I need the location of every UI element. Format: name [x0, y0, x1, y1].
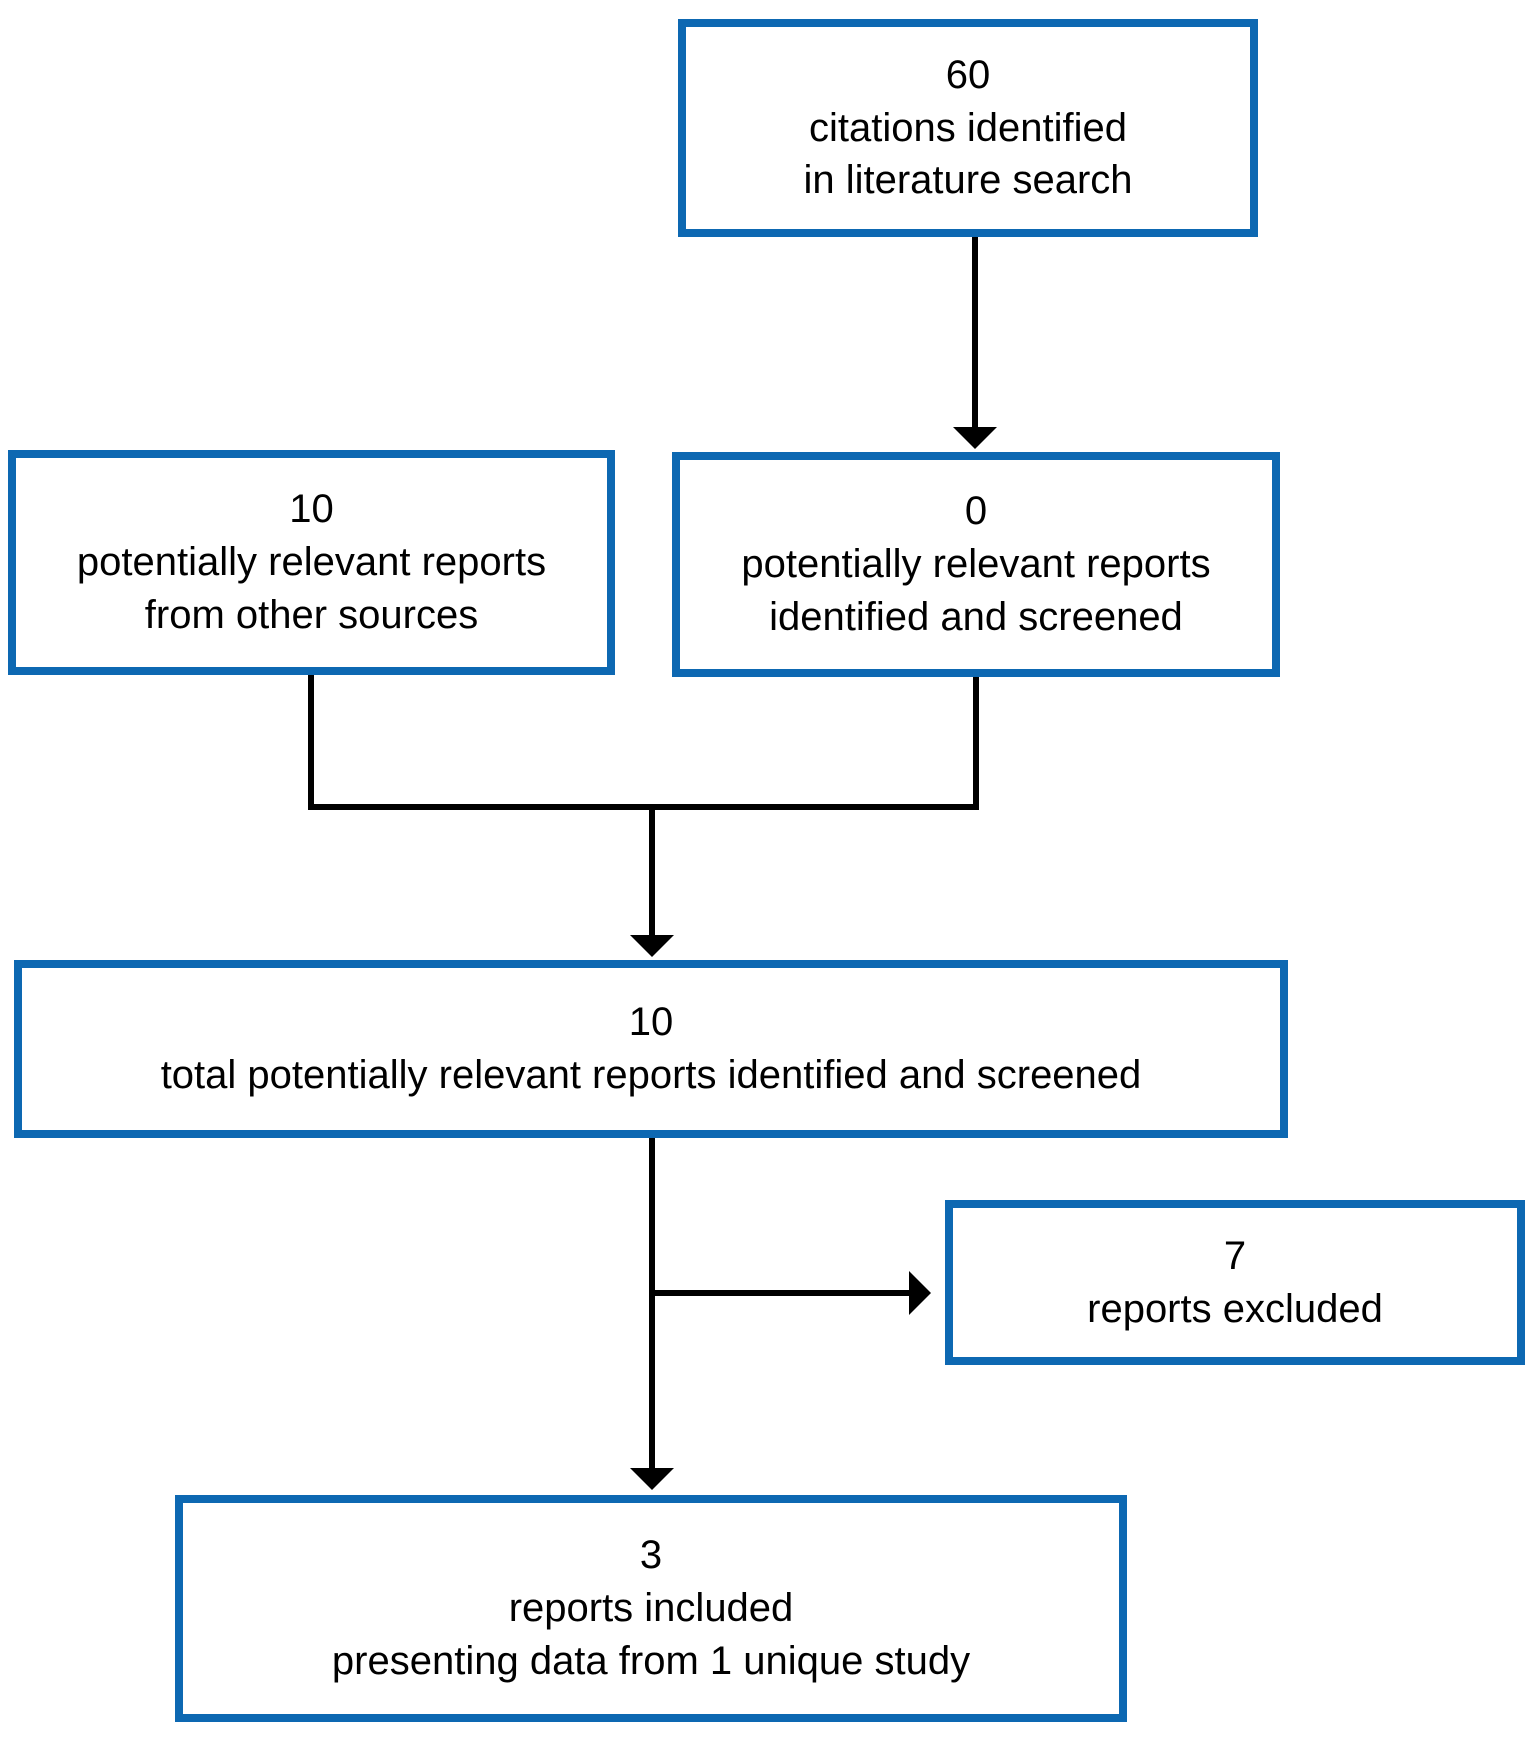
arrow-total-to-excluded — [652, 1271, 931, 1315]
arrow-total-to-included — [630, 1138, 674, 1490]
box-count: 7 — [1223, 1233, 1247, 1278]
arrow-citations-to-screened — [953, 237, 997, 449]
box-count: 60 — [945, 52, 991, 97]
box-reports-included: 3 reports included presenting data from … — [175, 1495, 1127, 1722]
box-text-line: potentially relevant reports — [76, 540, 547, 585]
box-reports-excluded: 7 reports excluded — [945, 1200, 1525, 1365]
box-text-line: reports excluded — [1087, 1286, 1383, 1331]
box-text-line: citations identified — [809, 105, 1127, 150]
box-text-line: reports included — [508, 1586, 794, 1631]
box-reports-other-sources: 10 potentially relevant reports from oth… — [8, 450, 615, 675]
box-citations-identified: 60 citations identified in literature se… — [678, 19, 1258, 237]
box-text-line: in literature search — [803, 158, 1133, 203]
box-text-line: from other sources — [144, 592, 479, 637]
connector-merge-to-total — [308, 670, 979, 957]
box-count: 3 — [639, 1533, 663, 1578]
box-reports-identified-screened: 0 potentially relevant reports identifie… — [672, 452, 1280, 677]
box-total-reports-screened: 10 total potentially relevant reports id… — [14, 960, 1288, 1138]
box-text-line: presenting data from 1 unique study — [331, 1638, 971, 1683]
box-text-line: potentially relevant reports — [741, 542, 1211, 587]
box-count: 10 — [628, 1000, 674, 1045]
box-text-line: identified and screened — [769, 594, 1183, 639]
box-text-line: total potentially relevant reports ident… — [160, 1053, 1142, 1097]
box-count: 10 — [289, 487, 334, 532]
box-count: 0 — [964, 489, 988, 534]
